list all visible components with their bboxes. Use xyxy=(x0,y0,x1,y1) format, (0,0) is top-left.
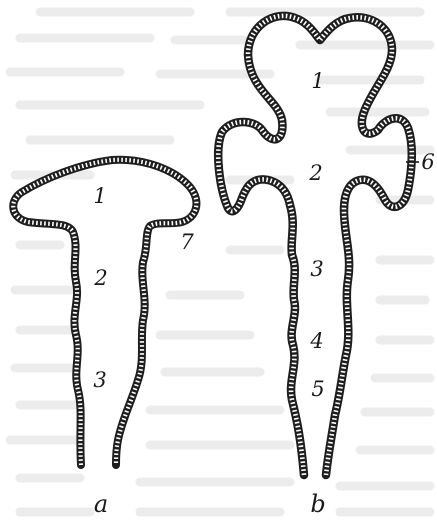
panel-a-label-3: 3 xyxy=(93,368,106,392)
panel-b-label-3: 3 xyxy=(310,257,323,281)
panel-b-label-4: 4 xyxy=(309,329,323,353)
panel-a-label-7: 7 xyxy=(180,230,194,254)
panel-b-caption: b xyxy=(310,490,325,518)
panel-a-label-2: 2 xyxy=(93,266,107,290)
panel-b-label-5: 5 xyxy=(311,377,324,401)
panel-b-label-2: 2 xyxy=(308,161,322,185)
panel-b-label-1: 1 xyxy=(311,69,324,93)
panel-a-label-1: 1 xyxy=(93,184,106,208)
panel-a-caption: a xyxy=(94,490,108,518)
panel-b-label-6: 6 xyxy=(421,150,434,174)
